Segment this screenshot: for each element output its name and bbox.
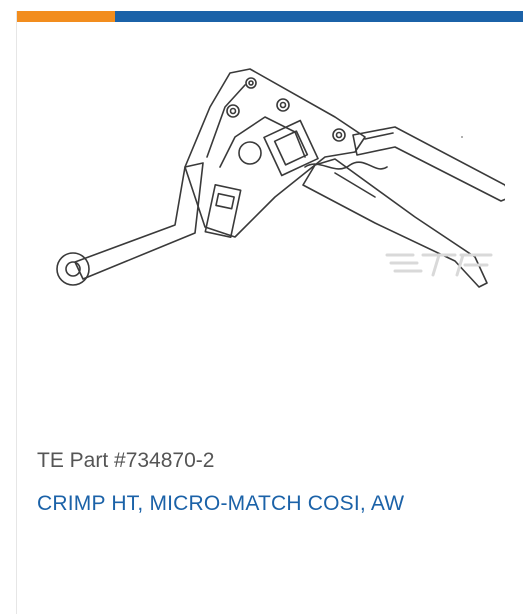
accent-blue-segment <box>115 11 523 22</box>
part-number-label: TE Part #734870-2 <box>37 449 215 472</box>
screw-icon <box>332 128 346 142</box>
tool-frame <box>184 68 366 238</box>
handle-eyelet <box>56 252 90 286</box>
product-card[interactable]: TE Part #734870-2 CRIMP HT, MICRO-MATCH … <box>16 11 523 614</box>
card-accent-bar <box>17 11 523 22</box>
screw-icon <box>245 77 257 89</box>
screw-icon <box>226 104 240 118</box>
moving-handle <box>302 158 488 288</box>
te-watermark-logo <box>385 253 493 277</box>
screw-icon <box>276 98 290 112</box>
crimp-tool-drawing[interactable] <box>35 47 505 297</box>
ratchet-block <box>204 184 242 238</box>
accent-orange-segment <box>17 11 115 22</box>
lower-handle <box>74 162 204 280</box>
return-spring <box>304 161 388 170</box>
pivot-knob <box>238 141 262 165</box>
die-head <box>263 119 319 177</box>
upper-handle <box>352 126 505 202</box>
product-title-link[interactable]: CRIMP HT, MICRO-MATCH COSI, AW <box>37 492 405 515</box>
